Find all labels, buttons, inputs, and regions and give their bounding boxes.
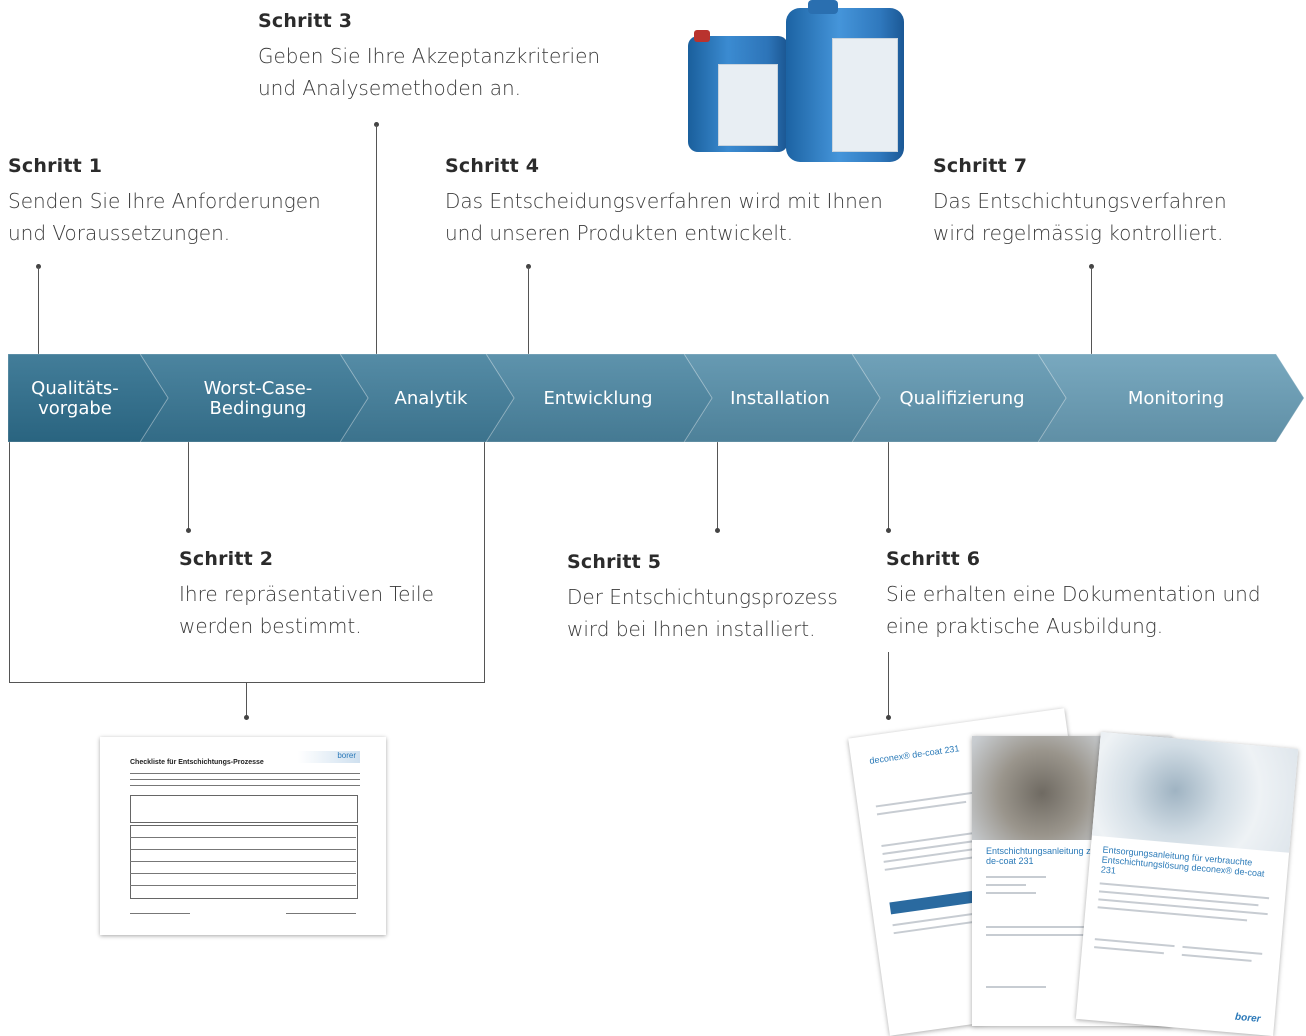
step-2-text-line1: Ihre repräsentativen Teile: [179, 582, 434, 606]
bracket-right: [484, 442, 485, 682]
checklist-title: Checkliste für Entschichtungs-Prozesse: [130, 759, 264, 766]
step-2-text-line2: werden bestimmt.: [179, 614, 362, 638]
step-6-text-line1: Sie erhalten eine Dokumentation und: [886, 582, 1261, 606]
connector-dot-step-4: [526, 264, 531, 269]
connector-dot-step-3: [374, 122, 379, 127]
checklist-document: Checkliste für Entschichtungs-Prozesse b…: [100, 737, 386, 935]
connector-dot-step-6: [886, 528, 891, 533]
process-stage-label-line: Worst-Case-: [204, 378, 313, 399]
step-4: Schritt 4 Das Entscheidungsverfahren wir…: [445, 155, 883, 249]
brochure-brand-logo: borer: [1234, 1011, 1261, 1025]
canister-large: [786, 0, 904, 162]
process-stage-label: Entwicklung: [543, 388, 652, 409]
process-stage-label-line: vorgabe: [38, 398, 112, 419]
process-stage-label-line: Analytik: [395, 388, 468, 409]
process-stage-label: Worst-Case-Bedingung: [204, 378, 313, 419]
step-5-text-line1: Der Entschichtungsprozess: [567, 585, 838, 609]
process-stage-shading: [8, 354, 168, 442]
connector-line-step-4: [528, 267, 529, 354]
step-7: Schritt 7 Das Entschichtungsverfahren wi…: [933, 155, 1227, 249]
step-6: Schritt 6 Sie erhalten eine Dokumentatio…: [886, 548, 1261, 642]
bracket-left: [9, 442, 10, 682]
brochure-3-photo: [1091, 731, 1299, 853]
step-7-text-line2: wird regelmässig kontrolliert.: [933, 221, 1224, 245]
connector-line-step-1: [38, 267, 39, 354]
step-5-title: Schritt 5: [567, 551, 662, 573]
brochure-1-heading: deconex® de-coat 231: [868, 743, 961, 766]
connector-dot-documentation: [886, 715, 891, 720]
step-1-text-line2: und Voraussetzungen.: [8, 221, 231, 245]
brochure-2-heading: Entschichtungsanleitung zu ... deconex® …: [986, 846, 1149, 866]
process-stage-shading: [852, 354, 1066, 442]
process-stage-label: Monitoring: [1128, 388, 1224, 409]
step-2-title: Schritt 2: [179, 548, 274, 570]
step-5-text-line2: wird bei Ihnen installiert.: [567, 617, 816, 641]
brochure-3-heading: Entsorgungsanleitung für verbrauchte Ent…: [1100, 844, 1265, 879]
process-stage-label-line: Qualitäts-: [31, 378, 119, 399]
step-5: Schritt 5 Der Entschichtungsprozess wird…: [567, 551, 838, 645]
connector-dot-step-7: [1089, 264, 1094, 269]
connector-line-checklist: [246, 682, 247, 717]
process-stage-label-line: Bedingung: [210, 398, 307, 419]
step-1: Schritt 1 Senden Sie Ihre Anforderungen …: [8, 155, 321, 249]
process-stage-label-line: Entwicklung: [543, 388, 652, 409]
connector-line-step-3: [376, 125, 377, 354]
canister-small: [688, 30, 788, 152]
checklist-logo: borer: [298, 751, 360, 763]
step-4-text-line1: Das Entscheidungsverfahren wird mit Ihne…: [445, 189, 883, 213]
step-7-text-line1: Das Entschichtungsverfahren: [933, 189, 1227, 213]
process-stage-label-line: Monitoring: [1128, 388, 1224, 409]
step-4-title: Schritt 4: [445, 155, 540, 177]
process-stage-shading: [486, 354, 712, 442]
step-3-title: Schritt 3: [258, 10, 353, 32]
step-3-text-line2: und Analysemethoden an.: [258, 76, 521, 100]
step-6-text-line2: eine praktische Ausbildung.: [886, 614, 1164, 638]
connector-dot-step-5: [715, 528, 720, 533]
process-stage-label-line: Qualifizierung: [899, 388, 1024, 409]
connector-dot-step-1: [36, 264, 41, 269]
process-stage-label-line: Installation: [730, 388, 830, 409]
connector-line-step-7: [1091, 267, 1092, 354]
process-bar: Monitoring Qualifizierung Installation Entw…: [7, 353, 1305, 443]
connector-dot-step-2: [186, 528, 191, 533]
step-4-text-line2: und unseren Produkten entwickelt.: [445, 221, 794, 245]
connector-line-step-2: [188, 442, 189, 530]
process-stage-shading: [1038, 354, 1304, 442]
step-1-title: Schritt 1: [8, 155, 103, 177]
connector-dot-checklist: [244, 715, 249, 720]
process-stage-label: Analytik: [395, 388, 468, 409]
brochure-disposal: Entsorgungsanleitung für verbrauchte Ent…: [1075, 731, 1299, 1036]
process-stage-label: Qualitäts-vorgabe: [31, 378, 119, 419]
connector-line-step-6-upper: [888, 442, 889, 530]
bracket-bottom: [9, 682, 485, 683]
step-3-text-line1: Geben Sie Ihre Akzeptanzkriterien: [258, 44, 601, 68]
step-7-title: Schritt 7: [933, 155, 1028, 177]
connector-line-step-5: [717, 442, 718, 530]
step-6-title: Schritt 6: [886, 548, 981, 570]
step-3: Schritt 3 Geben Sie Ihre Akzeptanzkriter…: [258, 10, 600, 104]
step-2: Schritt 2 Ihre repräsentativen Teile wer…: [179, 548, 434, 642]
process-stage-shading: [684, 354, 880, 442]
process-stage-label: Qualifizierung: [899, 388, 1024, 409]
step-1-text-line1: Senden Sie Ihre Anforderungen: [8, 189, 321, 213]
process-stage-label: Installation: [730, 388, 830, 409]
process-stage-shading: [340, 354, 514, 442]
connector-line-step-6-lower: [888, 652, 889, 717]
checklist-logo-text: borer: [337, 751, 356, 760]
process-stage-shading: [140, 354, 368, 442]
